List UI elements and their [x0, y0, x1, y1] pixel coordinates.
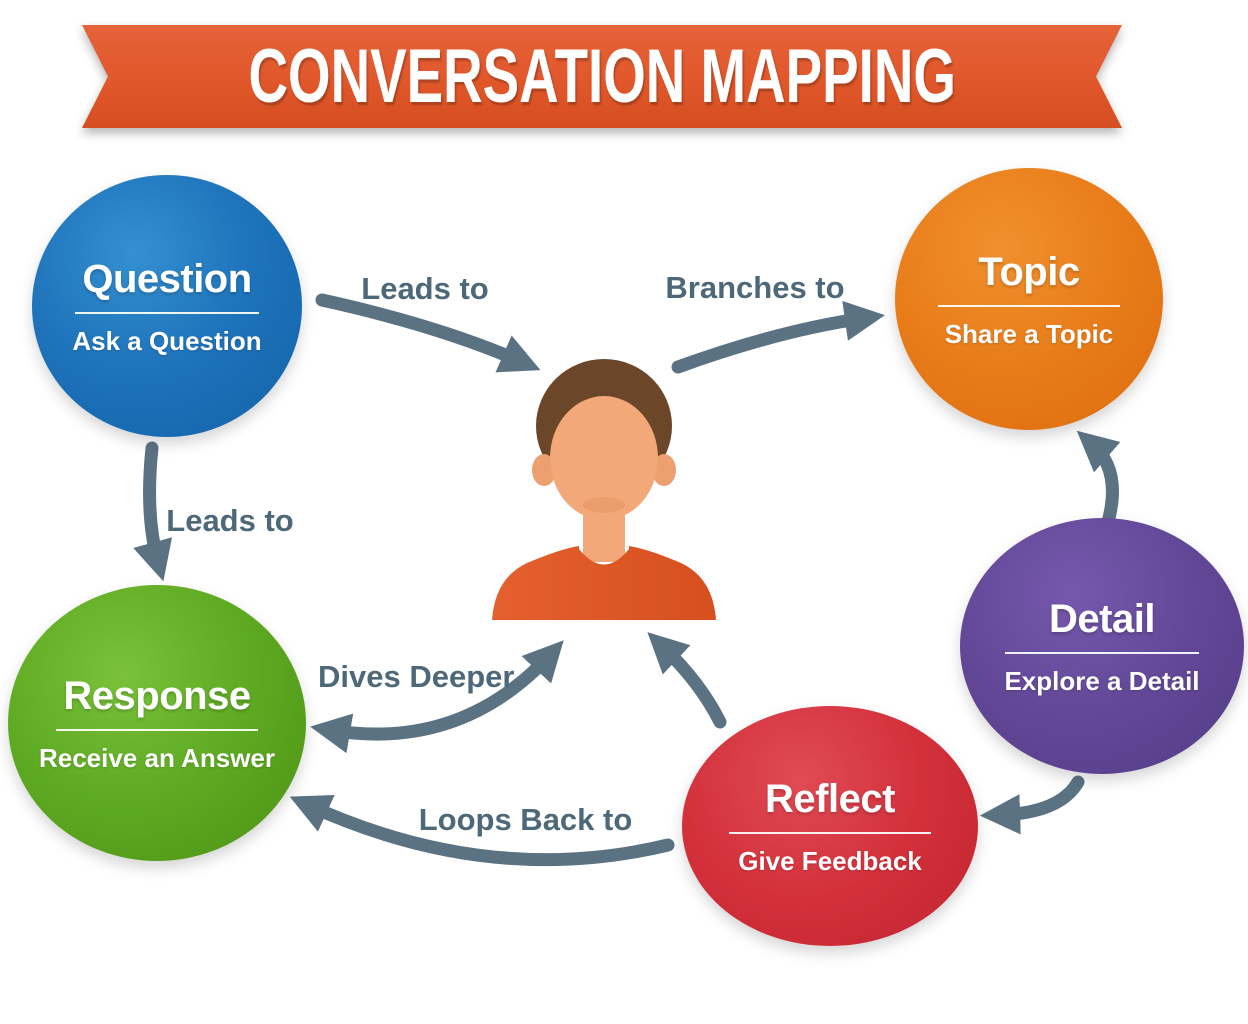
title-banner: CONVERSATION MAPPING [82, 25, 1122, 128]
arrow-detail-to-reflect [979, 775, 1085, 835]
edge-label-question-to-response: Leads to [166, 503, 294, 538]
node-detail: Detail Explore a Detail [960, 518, 1244, 774]
arrow-detail-to-topic [1076, 430, 1121, 529]
page-title: CONVERSATION MAPPING [248, 34, 956, 119]
arrow-question-to-person [315, 293, 541, 373]
node-topic-title: Topic [978, 249, 1080, 294]
ribbon-shape: CONVERSATION MAPPING [82, 25, 1122, 128]
node-detail-title: Detail [1049, 596, 1155, 641]
node-response: Response Receive an Answer [8, 585, 306, 861]
arrow-response-person-bidirectional [310, 640, 564, 754]
arrow-reflect-to-person [647, 632, 727, 729]
arrow-question-to-response [133, 441, 173, 582]
node-question-title: Question [82, 256, 252, 301]
avatar-ear-left [532, 454, 556, 486]
edge-label-reflect-to-response: Loops Back to [418, 802, 633, 837]
node-question-subtitle: Ask a Question [72, 325, 262, 356]
node-reflect-subtitle: Give Feedback [738, 845, 922, 876]
arrow-reflect-to-response [289, 795, 675, 867]
edge-label-response-to-person: Dives Deeper [318, 659, 515, 694]
edge-label-person-to-topic: Branches to [665, 270, 845, 305]
node-response-title: Response [63, 673, 251, 718]
avatar-ear-right [652, 454, 676, 486]
arrow-person-to-topic [671, 300, 885, 374]
node-question: Question Ask a Question [32, 175, 302, 437]
node-reflect-title: Reflect [765, 776, 895, 821]
node-topic-subtitle: Share a Topic [944, 318, 1114, 349]
node-response-subtitle: Receive an Answer [38, 742, 276, 773]
node-reflect: Reflect Give Feedback [682, 706, 978, 946]
divider [75, 311, 259, 314]
node-detail-subtitle: Explore a Detail [1004, 665, 1200, 696]
avatar-neck-shadow [583, 497, 625, 513]
edge-label-question-to-person: Leads to [361, 271, 489, 306]
avatar-face [550, 396, 658, 520]
avatar-shirt [492, 546, 716, 620]
divider [937, 304, 1121, 307]
divider [729, 831, 931, 834]
divider [55, 728, 259, 731]
divider [1005, 651, 1199, 654]
person-avatar-icon [492, 359, 716, 620]
node-topic: Topic Share a Topic [895, 168, 1163, 430]
